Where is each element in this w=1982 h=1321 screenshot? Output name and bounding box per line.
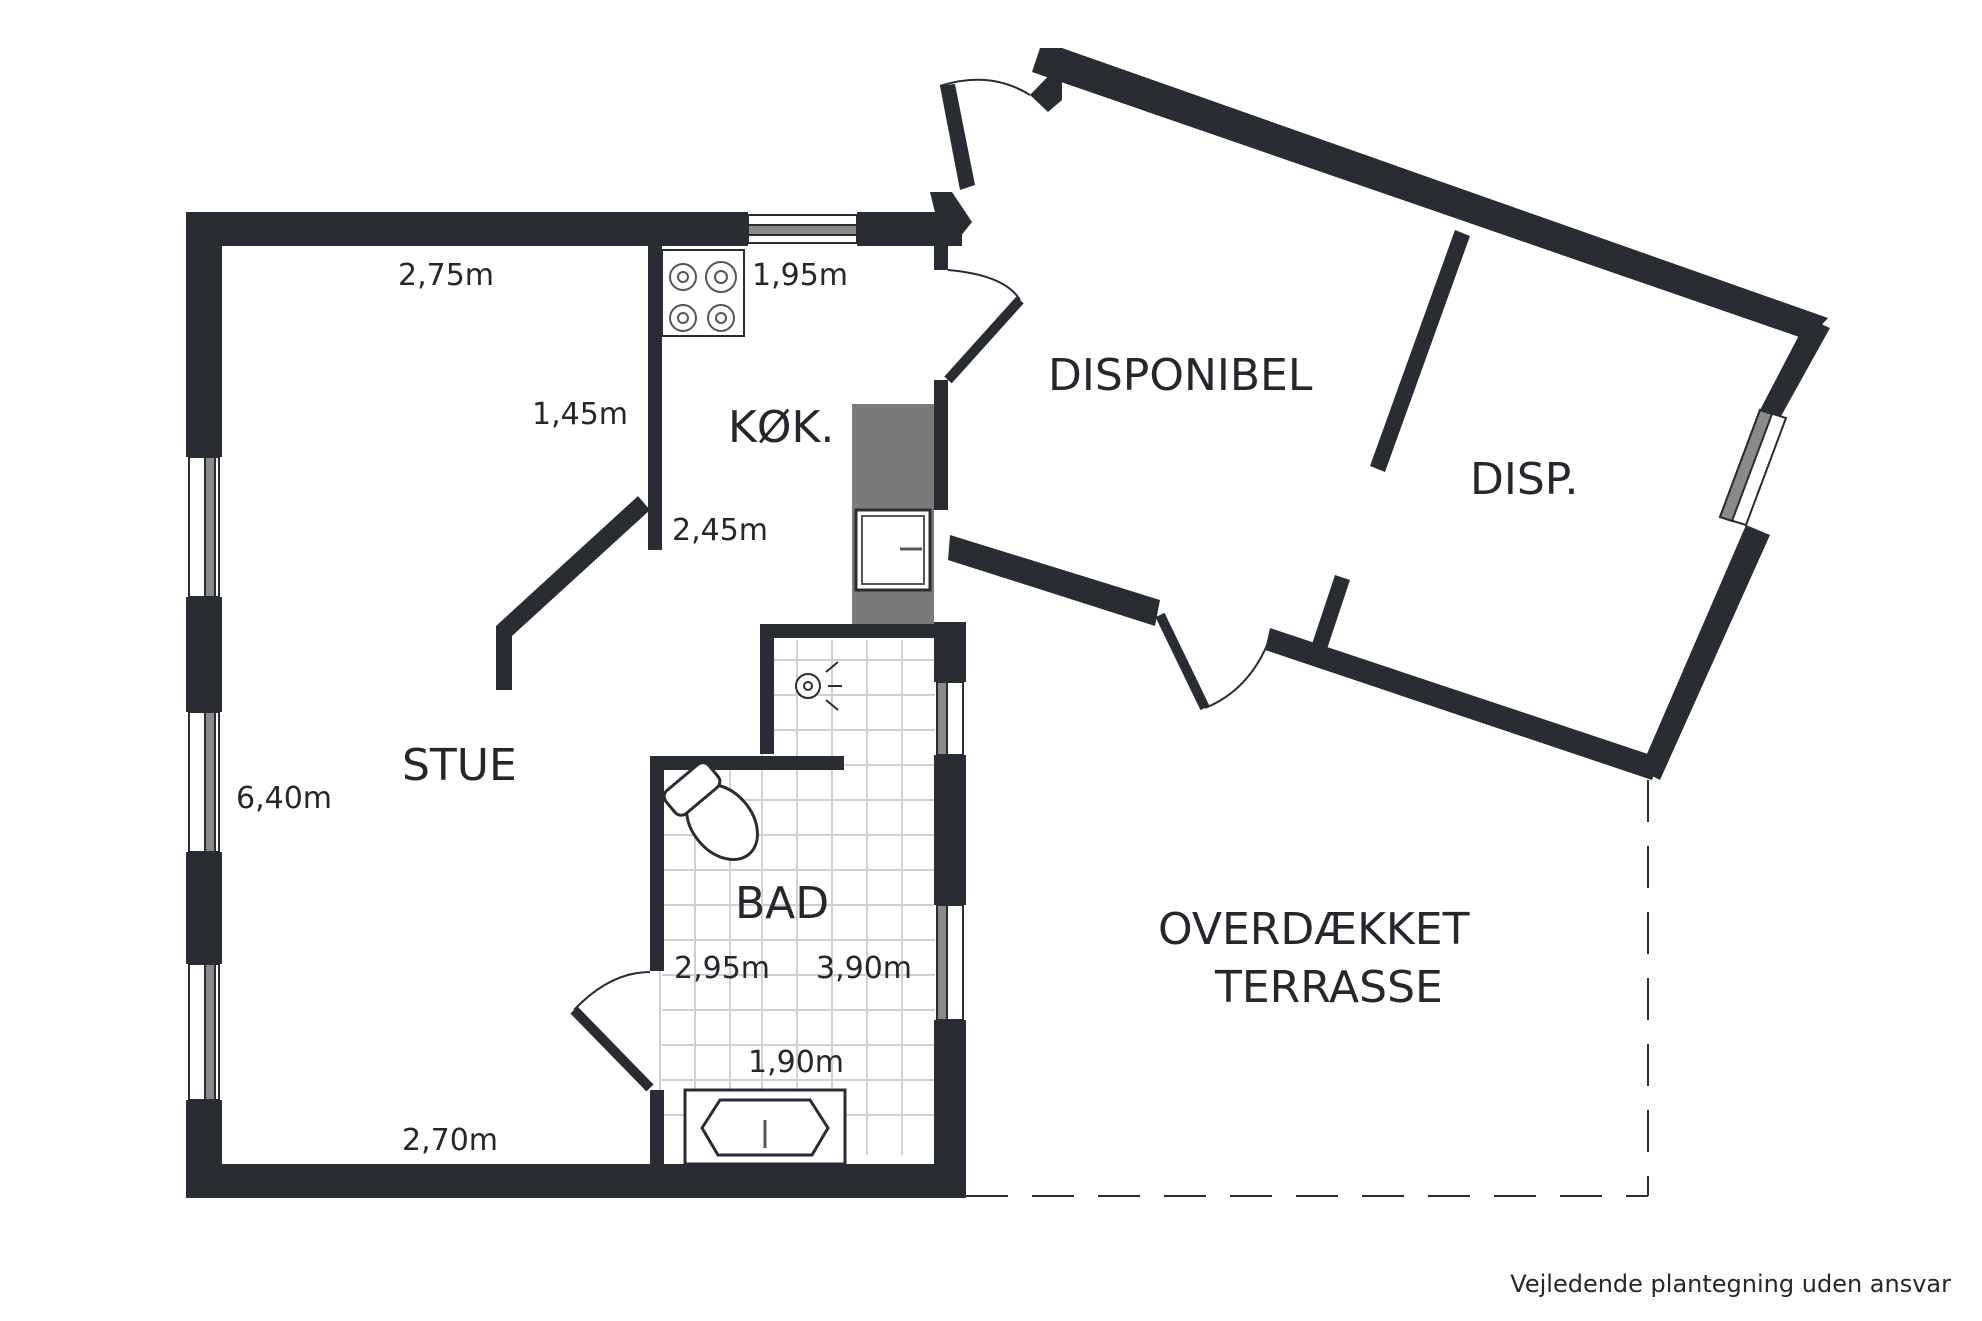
room-label-bad: BAD — [735, 878, 829, 929]
windows — [188, 214, 1788, 1101]
dimension-kok-side: 2,45m — [672, 513, 768, 548]
room-label-disponibel: DISPONIBEL — [1048, 350, 1313, 401]
room-label-stue: STUE — [402, 740, 517, 791]
dimension-bad-bottom: 1,90m — [748, 1045, 844, 1080]
terrace-outline — [966, 780, 1649, 1197]
disclaimer-text: Vejledende plantegning uden ansvar — [1510, 1270, 1951, 1298]
dimension-stue-top: 2,75m — [398, 258, 494, 293]
dimension-stue-inner: 1,45m — [532, 397, 628, 432]
room-label-terrasse-line2: TERRASSE — [1214, 962, 1443, 1013]
dimension-kok-top: 1,95m — [752, 258, 848, 293]
room-label-disp: DISP. — [1470, 454, 1578, 505]
room-label-terrasse-line1: OVERDÆKKET — [1158, 904, 1470, 955]
kitchen-counter — [852, 404, 934, 624]
room-label-kok: KØK. — [728, 402, 834, 453]
shower-icon — [795, 661, 842, 711]
dimension-bad-left: 2,95m — [674, 951, 770, 986]
walls — [186, 48, 1830, 1198]
doors — [570, 78, 1271, 1092]
dimension-stue-bottom: 2,70m — [402, 1123, 498, 1158]
stove-icon — [661, 249, 745, 337]
dimension-bad-right: 3,90m — [816, 951, 912, 986]
toilet-icon — [662, 761, 759, 862]
dimension-stue-side: 6,40m — [236, 781, 332, 816]
sink-icon — [683, 1088, 847, 1166]
